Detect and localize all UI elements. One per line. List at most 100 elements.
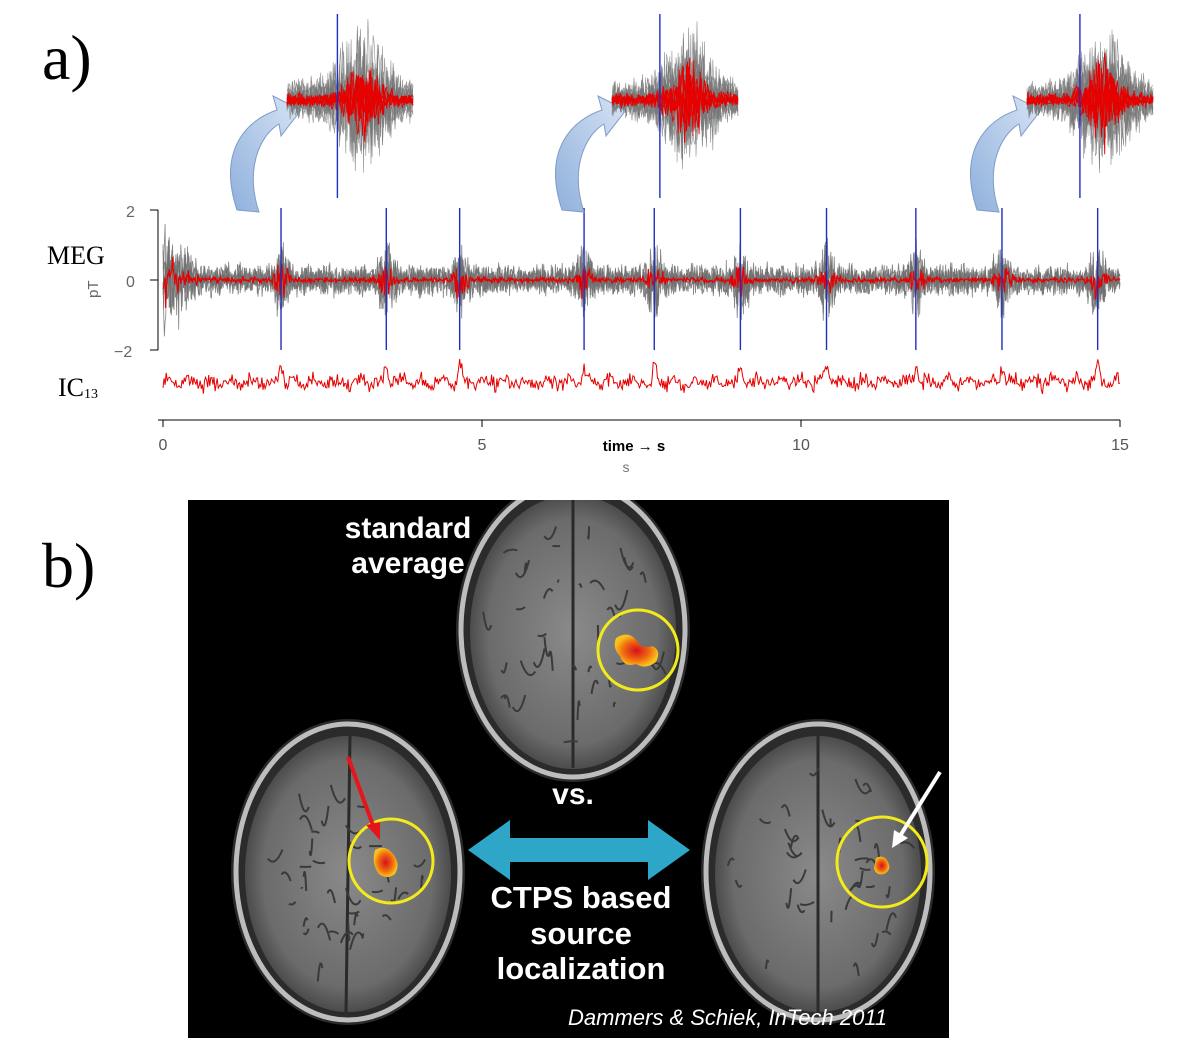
y-axis-label: pT [85, 280, 102, 298]
brain-sulcus [500, 694, 508, 699]
red-arrow [346, 756, 376, 829]
brain-sulcus [302, 871, 308, 891]
brain-sulcus [339, 931, 354, 944]
brain-sulcus [548, 650, 554, 671]
brain-sulcus [783, 828, 799, 843]
curved-arrow [970, 95, 1042, 213]
brain-sulcus [361, 933, 365, 939]
double-arrow [468, 820, 690, 880]
brain-sulcus [881, 930, 892, 936]
brain-scan-left [231, 719, 465, 1025]
brain-sulcus [503, 695, 511, 708]
x-tick-label-0: 0 [159, 437, 168, 454]
y-tick-label-2: 2 [126, 204, 135, 221]
meg-red-trace [162, 257, 1121, 309]
brain-sulcus [785, 888, 793, 909]
brain-sulcus [809, 766, 821, 777]
brain-scans [231, 500, 942, 1025]
vs-label: vs. [552, 778, 594, 811]
brain-sulcus [789, 834, 800, 850]
brain-sulcus [885, 886, 891, 899]
y-tick-label-neg2: −2 [114, 344, 132, 361]
ctps-caption: CTPS based source localization [490, 880, 672, 987]
event-markers [280, 208, 1099, 350]
meg-row-label: MEG [47, 241, 105, 270]
meg-timeseries-figure: 2 0 −2 pT MEG IC13 0 5 10 15 time → s s [47, 14, 1154, 475]
meg-trace-line [162, 238, 1121, 330]
brain-sulcus [821, 809, 836, 828]
red-arrow-head [366, 822, 380, 840]
brain-sulcus [578, 583, 583, 588]
brain-sulcus [514, 559, 531, 579]
panel-b-label: b) [42, 530, 96, 601]
inset-red-trace [611, 69, 739, 143]
brain-sulcus [302, 928, 310, 936]
ic13-trace [162, 358, 1121, 395]
y-tick-label-0: 0 [126, 274, 135, 291]
brain-sulcus [326, 889, 336, 904]
activation-blob [614, 634, 659, 667]
brain-sulcus [780, 804, 791, 817]
x-axis-label: time → s [603, 438, 666, 455]
brain-sulcus [589, 579, 605, 591]
brain-sulcus [862, 782, 873, 793]
white-arrow-head [892, 830, 908, 848]
activation-blob [874, 856, 890, 875]
brain-sulcus [856, 870, 864, 889]
brain-sulcus [320, 805, 330, 827]
brain-sulcus [563, 740, 578, 744]
brain-sulcus [792, 869, 807, 885]
figure-credit: Dammers & Schiek, InTech 2011 [568, 1005, 888, 1030]
brain-sulcus [859, 867, 871, 871]
brain-sulcus [347, 923, 351, 941]
brain-sulcus [854, 857, 869, 862]
brain-sulcus [317, 922, 332, 941]
brain-sulcus [852, 962, 860, 977]
brain-sulcus [288, 901, 297, 906]
epoch-insets [230, 14, 1154, 213]
brain-scan-standard-average [456, 500, 690, 782]
brain-sulcus [764, 959, 770, 970]
brain-sulcus [316, 962, 324, 982]
inset-red-trace [286, 76, 414, 136]
brain-sulcus [614, 589, 629, 611]
x-tick-label-5: 5 [478, 437, 487, 454]
brain-sulcus [329, 784, 346, 804]
highlight-circle [347, 817, 435, 905]
brain-sulcus [650, 661, 667, 675]
brain-sulcus [344, 887, 362, 906]
brain-sulcus [865, 884, 875, 889]
brain-sulcus [537, 632, 547, 638]
brain-sulcus [299, 814, 313, 831]
brain-sulcus [870, 933, 879, 948]
brain-sulcus [799, 901, 815, 906]
inset-gray-trace [286, 35, 414, 141]
brain-sulcus [606, 606, 616, 618]
brain-sulcus [397, 891, 409, 900]
brain-sulcus [608, 679, 612, 688]
brain-sulcus [787, 842, 803, 857]
brain-sulcus [353, 912, 359, 926]
brain-sulcus [280, 871, 292, 882]
meg-red-line [162, 257, 1121, 309]
activation-blob [373, 847, 398, 877]
brain-sulcus [500, 662, 508, 674]
brain-sulcus [312, 859, 326, 865]
brain-sulcus [734, 879, 743, 888]
brain-sulcus [590, 679, 599, 694]
brain-sulcus [619, 547, 635, 569]
brain-sulcus [511, 694, 527, 713]
brain-sulcus [482, 611, 493, 631]
source-localization-panel: standard average vs. CTPS based source l… [188, 500, 949, 1038]
brain-sulcus [267, 849, 284, 863]
brain-sulcus [612, 701, 616, 707]
brain-sulcus [311, 830, 320, 834]
brain-sulcus [651, 651, 665, 671]
brain-sulcus [420, 874, 424, 890]
brain-sulcus [758, 817, 772, 825]
brain-sulcus [796, 904, 806, 914]
inset-red-trace [1026, 60, 1154, 155]
meg-trace-line [162, 237, 1120, 337]
x-axis-unit-label: s [623, 459, 630, 475]
epoch-inset [970, 14, 1154, 213]
